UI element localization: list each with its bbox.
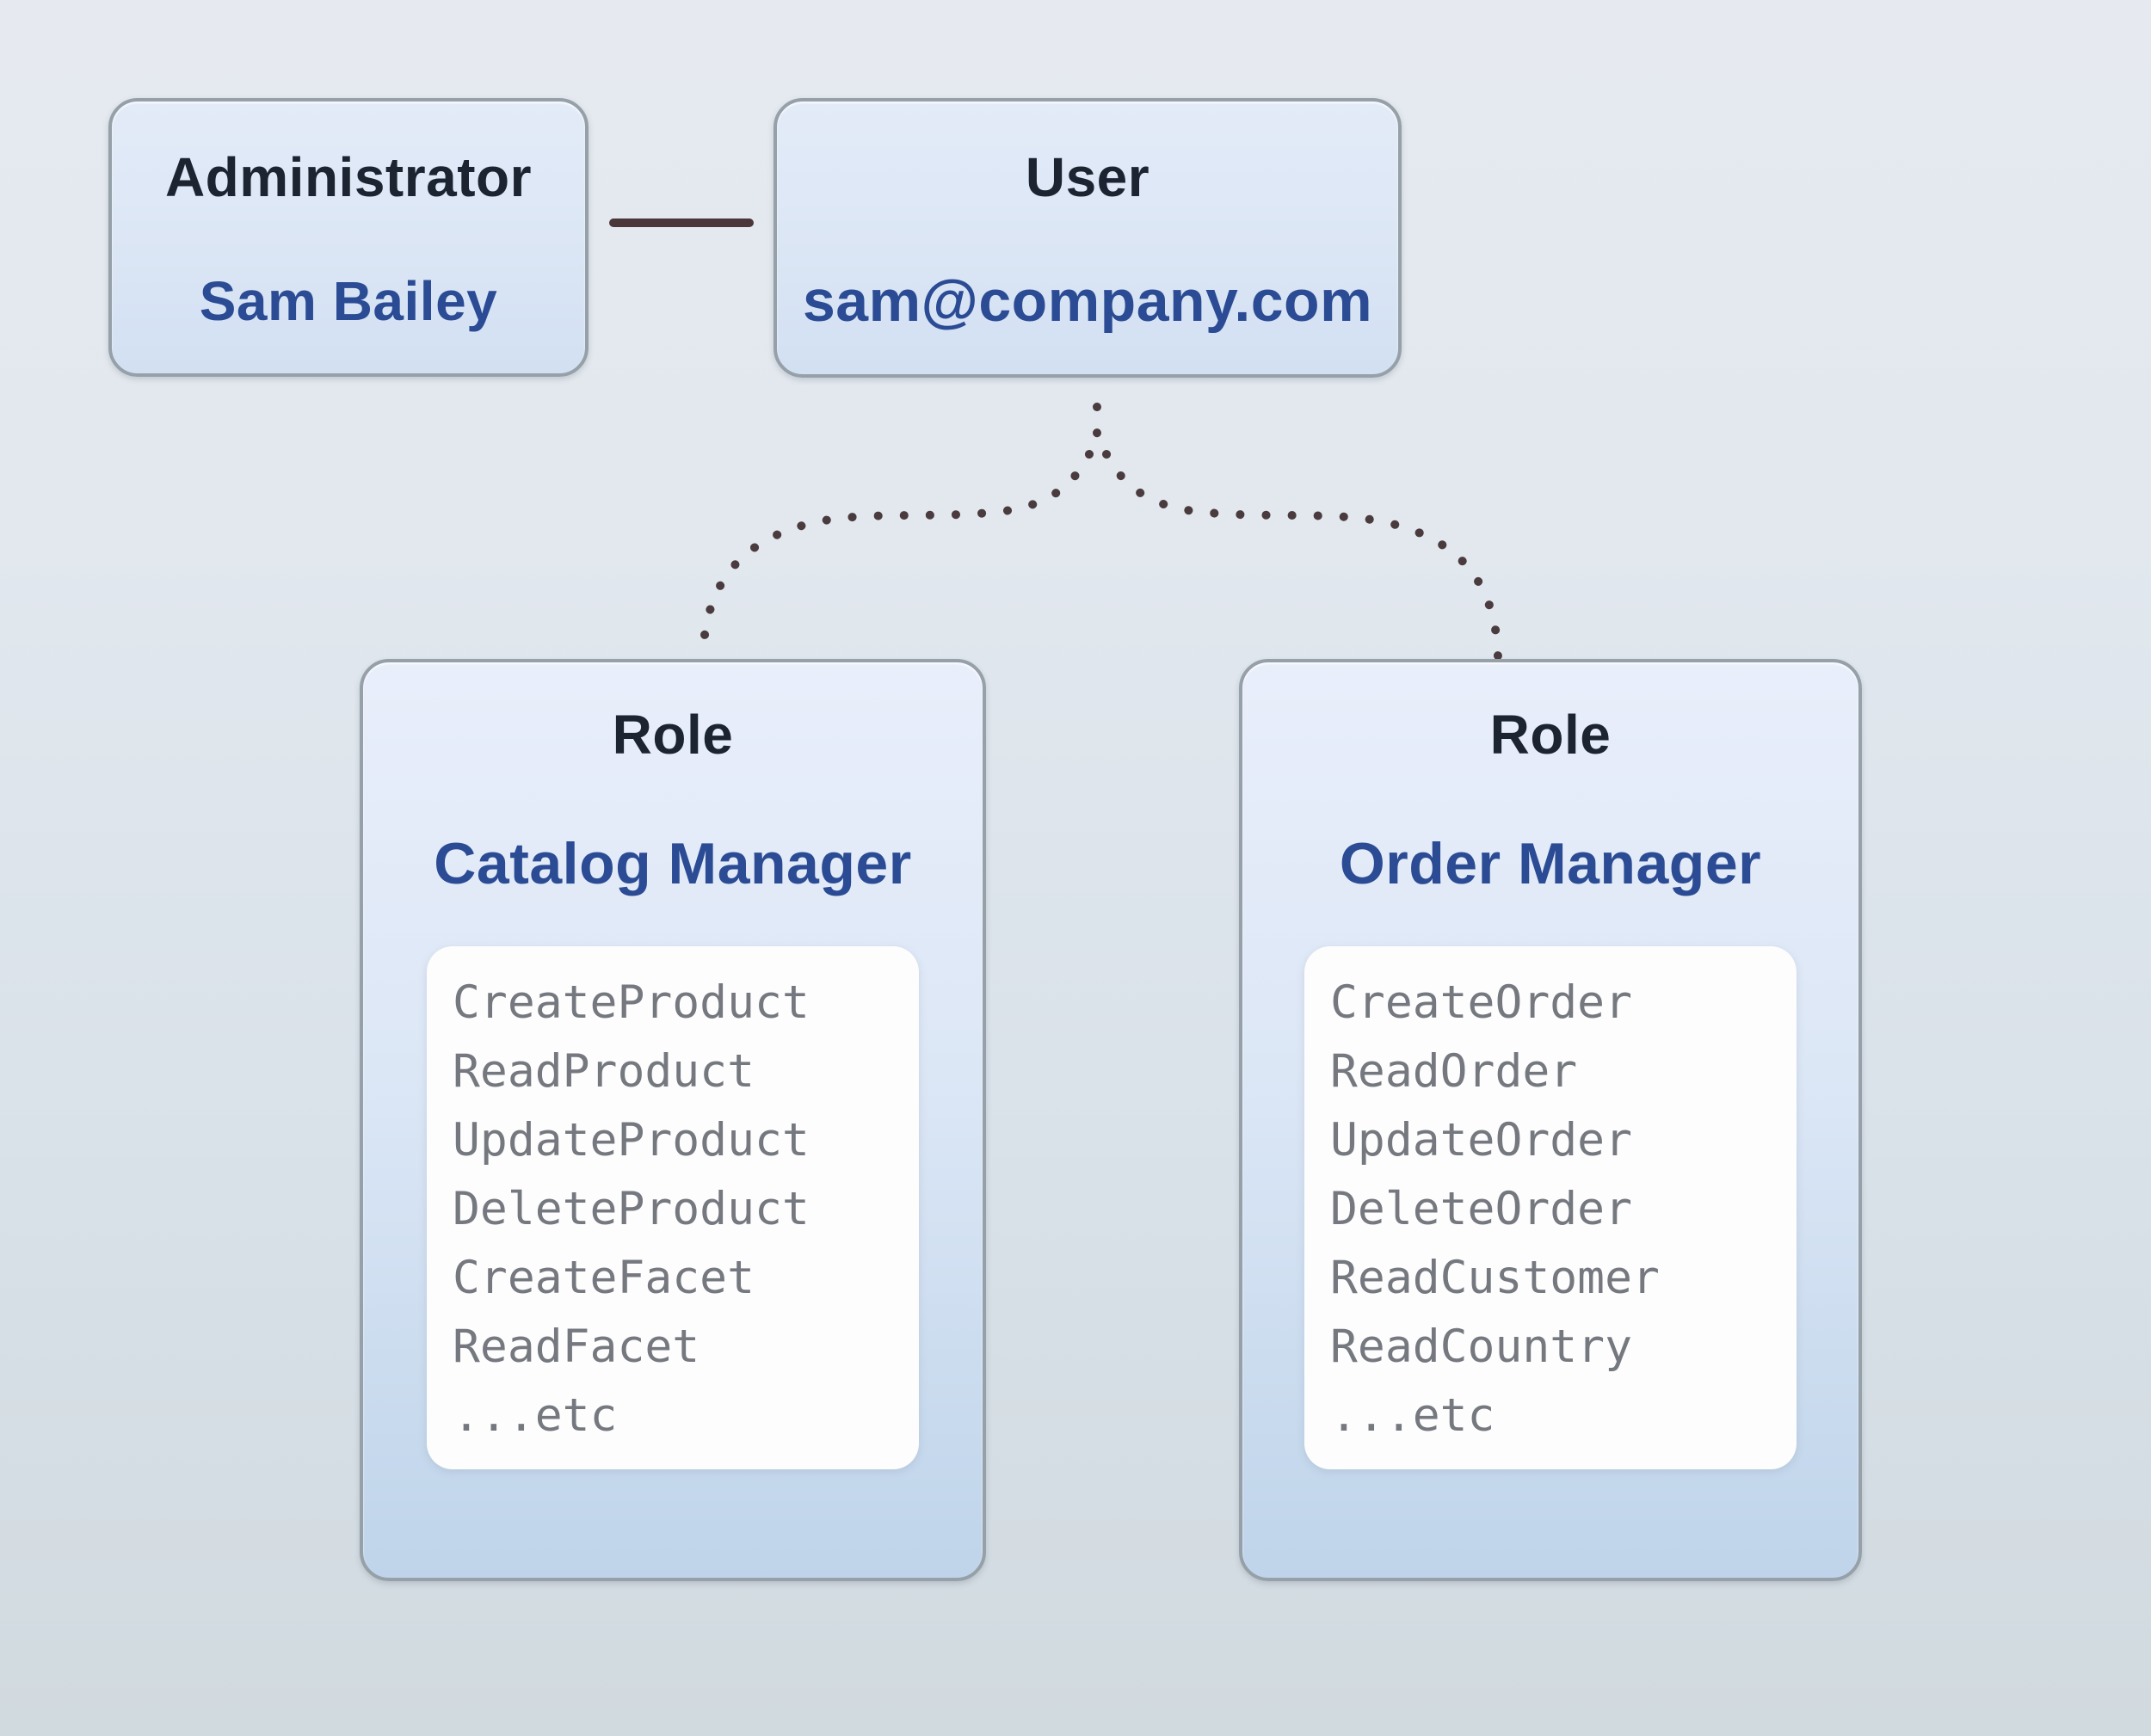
permission-item: ReadFacet [453,1320,700,1373]
permission-item: ReadCountry [1330,1320,1632,1373]
user-title: User [1025,146,1150,208]
role-node-catalog-manager: Role Catalog Manager CreateProduct ReadP… [360,659,986,1581]
permission-item: ...etc [1330,1389,1495,1442]
user-node: User sam@company.com [773,98,1402,378]
permissions-card: CreateProduct ReadProduct UpdateProduct … [427,946,919,1469]
permission-item: UpdateOrder [1330,1114,1632,1167]
permission-item: CreateFacet [453,1252,755,1304]
administrator-title: Administrator [164,146,533,208]
role-name: Order Manager [1339,831,1762,896]
administrator-node: Administrator Sam Bailey [108,98,589,377]
permission-item: CreateProduct [453,976,810,1029]
permission-item: ReadProduct [453,1045,755,1098]
permission-item: ReadCustomer [1330,1252,1660,1304]
permission-item: CreateOrder [1330,976,1632,1029]
administrator-name: Sam Bailey [199,270,498,332]
user-email: sam@company.com [802,268,1373,334]
user-role-right-connector [1102,450,1502,662]
role-title: Role [612,704,734,766]
permission-item: ReadOrder [1330,1045,1578,1098]
permission-item: UpdateProduct [453,1114,810,1167]
role-node-order-manager: Role Order Manager CreateOrder ReadOrder… [1239,659,1862,1581]
role-title: Role [1489,704,1612,766]
role-name: Catalog Manager [434,831,912,896]
permission-item: DeleteProduct [453,1183,810,1235]
user-role-left-connector [699,450,1094,662]
permission-item: ...etc [453,1389,618,1442]
permission-item: DeleteOrder [1330,1183,1632,1235]
permissions-card: CreateOrder ReadOrder UpdateOrder Delete… [1304,946,1797,1469]
